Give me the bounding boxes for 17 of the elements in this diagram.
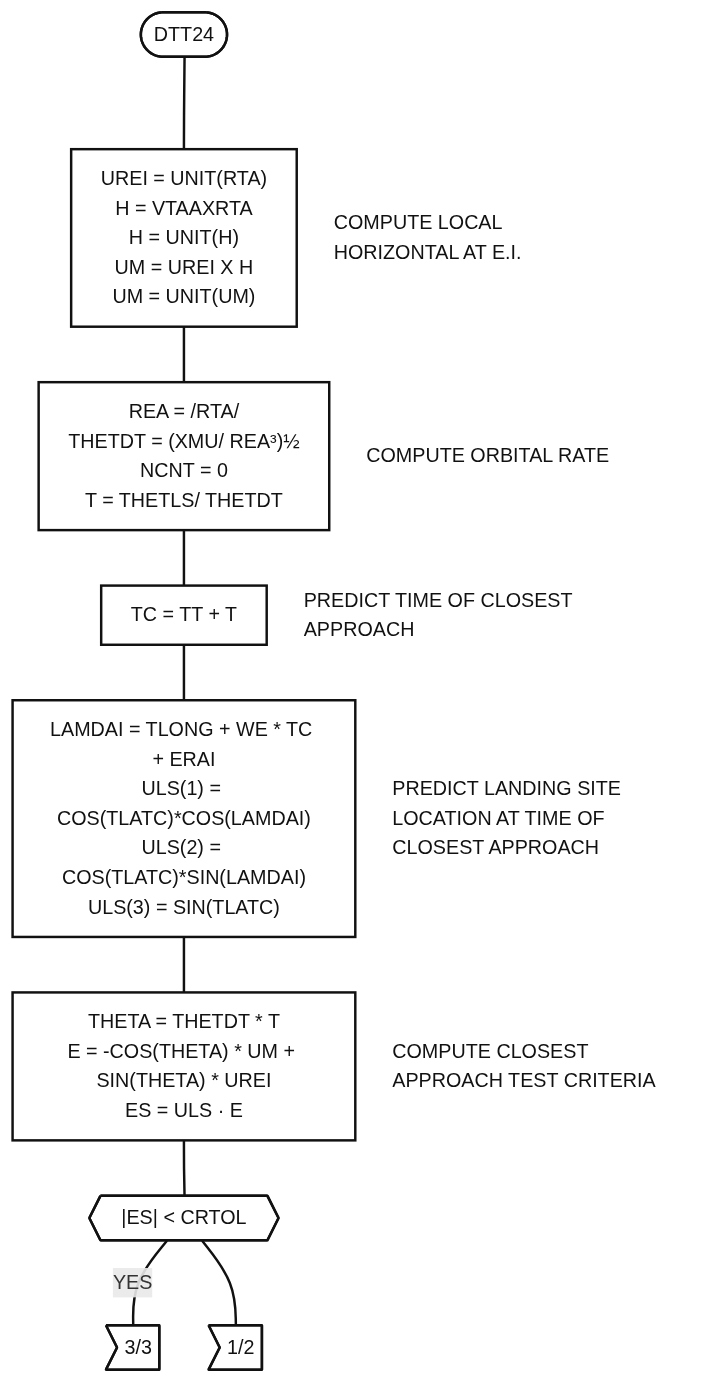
connector [182, 530, 186, 586]
node-label: PREDICT TIME OF CLOSEST APPROACH [303, 589, 573, 640]
node-label: PREDICT LANDING SITE LOCATION AT TIME OF CLOSEST APPROACH [392, 777, 621, 859]
node-box: TC = TT + T [99, 584, 268, 646]
connector [182, 57, 186, 150]
node-box: REA = /RTA/ THETDT = (XMU/ REA³)½ NCNT = 0 T = THETLS/ THETDT [37, 380, 331, 532]
connector [182, 644, 186, 701]
node-label: COMPUTE LOCAL HORIZONTAL AT E.I. [333, 212, 522, 263]
connector [182, 936, 186, 993]
edge-label: YES [112, 1271, 153, 1293]
connector [201, 1240, 238, 1326]
connector [182, 326, 186, 383]
node-label: COMPUTE ORBITAL RATE [366, 445, 610, 467]
node-box: LAMDAI = TLONG + WE * TC + ERAI ULS(1) = COS(TLATC)*COS(LAMDAI) ULS(2) = COS(TLATC)*SIN(LAMDAI) ULS(3) = SIN(TLATC) [11, 699, 357, 939]
node-label: COMPUTE CLOSEST APPROACH TEST CRITERIA [392, 1040, 656, 1092]
node-box: UREI = UNIT(RTA) H = VTAAXRTA H = UNIT(H) UM = UREI X H UM = UNIT(UM) [69, 147, 298, 328]
node-box: THETA = THETDT * T E = -COS(THETA) * UM + SIN(THETA) * UREI ES = ULS · E [11, 991, 357, 1142]
